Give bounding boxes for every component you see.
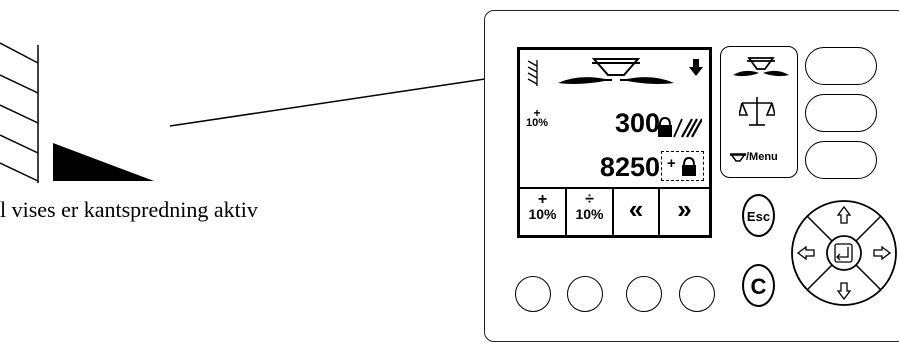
rate-adjust-indicator: + 10% — [525, 106, 549, 129]
clear-button[interactable]: C — [742, 264, 775, 307]
rate-value: 300 — [614, 108, 660, 138]
down-arrow-icon — [689, 59, 703, 76]
spreader-menu-icon — [730, 153, 746, 162]
navigation-pad[interactable] — [790, 197, 899, 309]
menu-button-label[interactable]: /Menu — [746, 151, 778, 163]
border-spreading-icon — [527, 60, 538, 86]
hatch-1 — [0, 42, 39, 64]
weigh-scale-icon[interactable] — [739, 95, 775, 129]
bottom-key-2[interactable] — [567, 276, 603, 312]
nav-left-icon — [796, 245, 815, 261]
function-key-3[interactable] — [805, 141, 877, 179]
softkey-increase[interactable]: + 10% — [520, 189, 567, 236]
softkey-decrease[interactable]: ÷ 10% — [567, 189, 614, 236]
nav-up-icon — [836, 205, 852, 224]
bottom-key-4[interactable] — [679, 276, 715, 312]
quantity-value: 8250 — [599, 152, 660, 182]
rate-unit-icon — [658, 116, 702, 138]
spread-wedge-icon — [53, 143, 154, 181]
softkey-left[interactable]: « — [614, 189, 660, 236]
display-divider — [520, 187, 709, 189]
nav-down-icon — [836, 282, 852, 301]
function-key-1[interactable] — [805, 47, 877, 85]
esc-button[interactable]: Esc — [742, 194, 775, 237]
nav-right-icon — [873, 245, 892, 261]
softkey-right[interactable]: » — [677, 194, 692, 224]
add-quantity-box: + — [661, 151, 704, 181]
spreader-mode-button[interactable] — [731, 55, 791, 85]
function-key-2[interactable] — [805, 94, 877, 132]
caption-text: l vises er kantspredning aktiv — [0, 197, 258, 222]
mode-button-group — [720, 46, 798, 178]
bottom-key-1[interactable] — [515, 276, 551, 312]
lock-icon — [682, 156, 696, 176]
terminal-display: + 10% 300 8250 + + 10% ÷ 10% « » — [517, 47, 712, 238]
border-spreading-illustration — [0, 42, 154, 183]
bottom-key-3[interactable] — [626, 276, 662, 312]
enter-icon — [834, 243, 853, 263]
spreader-icon — [558, 58, 674, 84]
